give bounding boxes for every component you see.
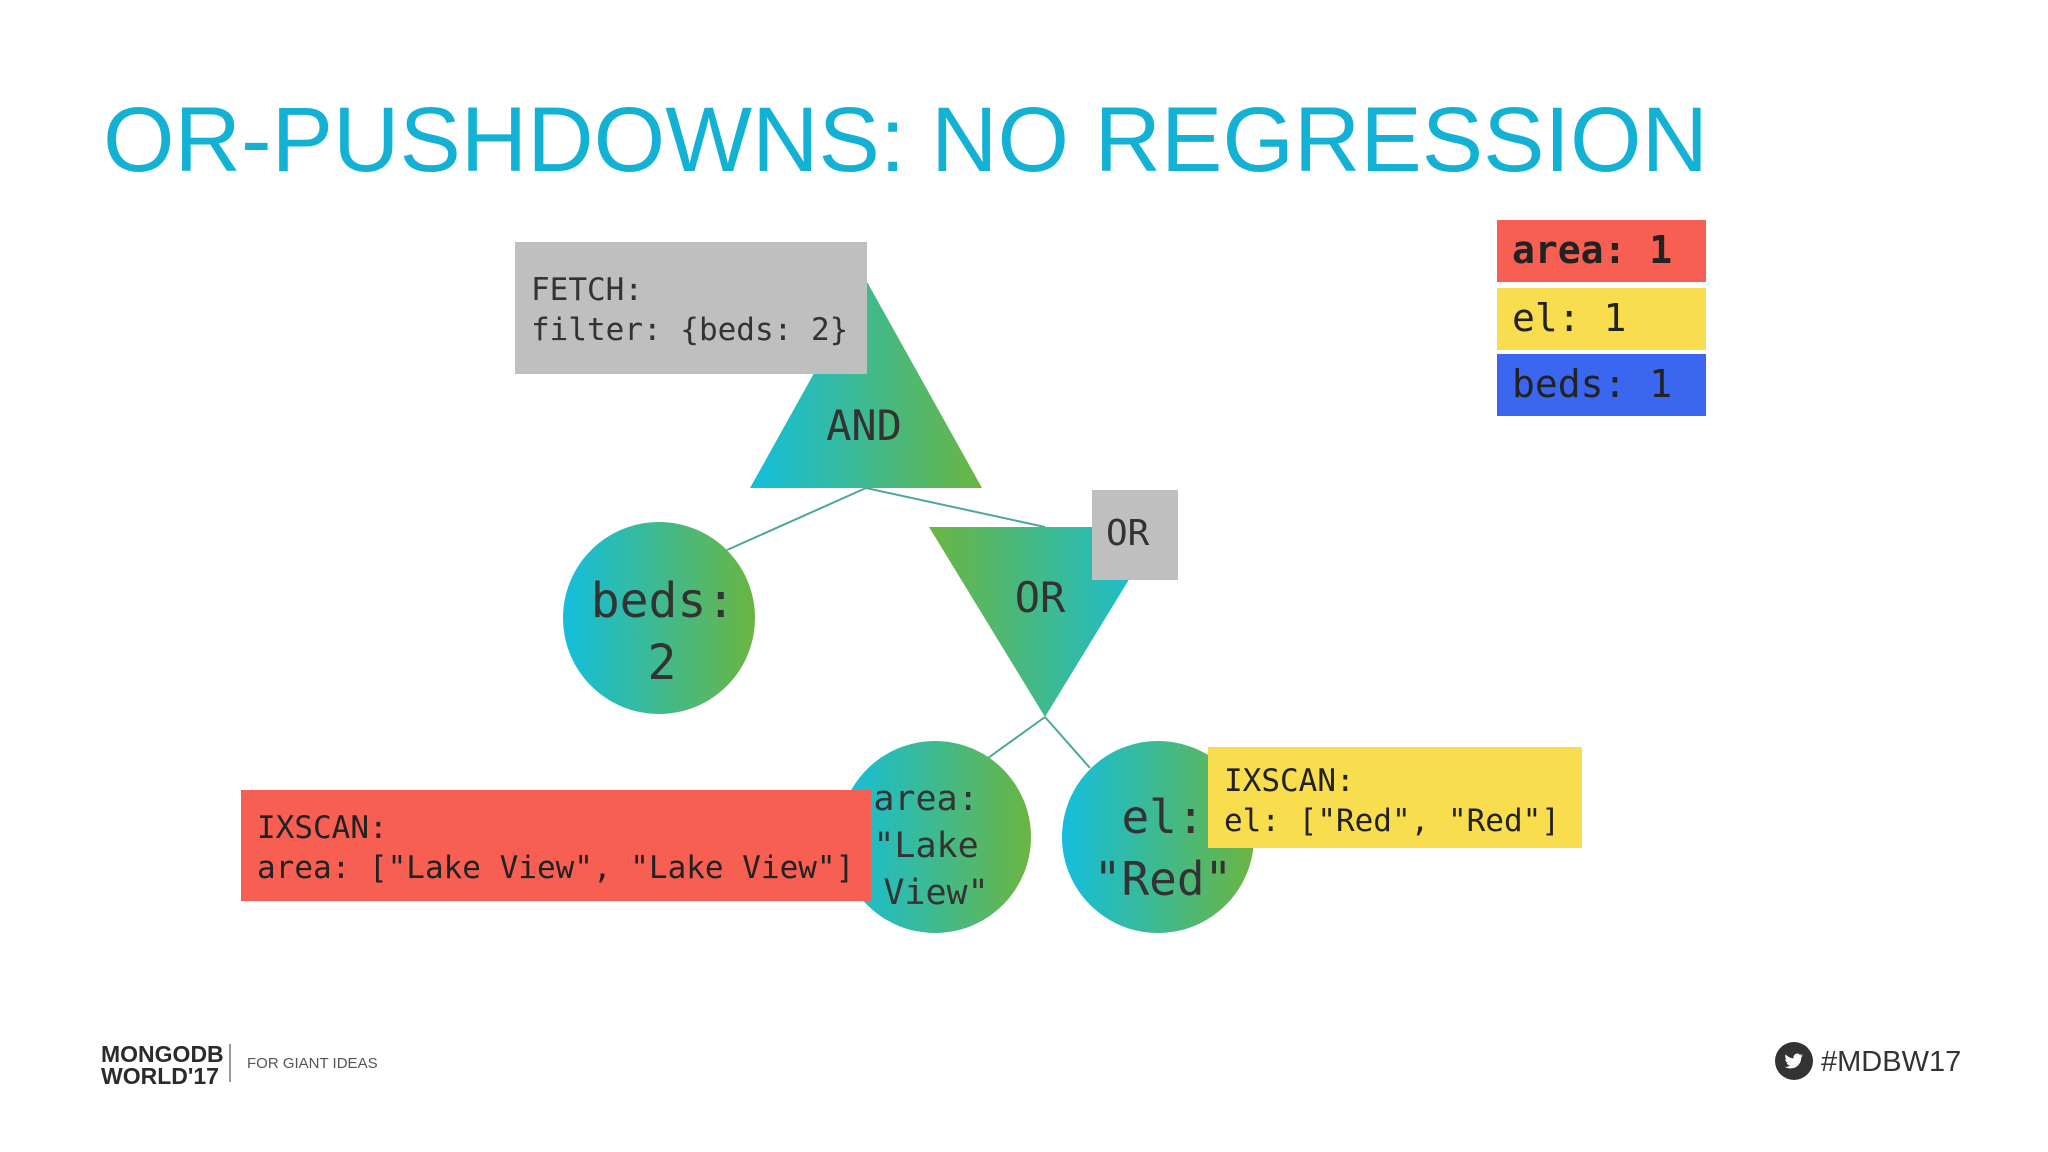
and-node bbox=[750, 280, 982, 488]
ixscan-el-annotation: IXSCAN: el: ["Red", "Red"] bbox=[1208, 747, 1582, 848]
el-node bbox=[1062, 741, 1254, 933]
footer-tagline: FOR GIANT IDEAS bbox=[247, 1055, 378, 1072]
edge-and-beds bbox=[726, 487, 867, 551]
fetch-annotation: FETCH: filter: {beds: 2} bbox=[515, 242, 867, 374]
area-node bbox=[839, 741, 1031, 933]
twitter-icon bbox=[1775, 1042, 1813, 1080]
ixscan-area-annotation: IXSCAN: area: ["Lake View", "Lake View"] bbox=[241, 790, 871, 901]
event-hashtag: #MDBW17 bbox=[1821, 1046, 1962, 1078]
logo-line2: WORLD'17 bbox=[101, 1063, 219, 1089]
edge-or-el bbox=[1044, 716, 1091, 769]
edge-and-or bbox=[865, 487, 1046, 528]
el-label-line1: el: bbox=[1121, 790, 1204, 844]
area-label-line2: "Lake bbox=[873, 826, 978, 866]
area-label-line3: View" bbox=[883, 873, 988, 913]
beds-label-line1: beds: bbox=[591, 573, 736, 629]
and-label: AND bbox=[826, 401, 902, 450]
legend-beds-index: beds: 1 bbox=[1497, 354, 1706, 416]
slide-title: OR-PUSHDOWNS: NO REGRESSION bbox=[103, 89, 1709, 191]
el-label-line2: "Red" bbox=[1094, 852, 1232, 906]
legend-area-index: area: 1 bbox=[1497, 220, 1706, 282]
footer-divider bbox=[229, 1044, 231, 1082]
or-annotation: OR bbox=[1092, 490, 1178, 580]
edge-or-area bbox=[987, 716, 1046, 759]
or-label: OR bbox=[1015, 573, 1066, 622]
logo-line1: MONGODB bbox=[101, 1041, 224, 1067]
beds-node bbox=[563, 522, 755, 714]
beds-label-line2: 2 bbox=[648, 635, 677, 691]
legend-el-index: el: 1 bbox=[1497, 288, 1706, 350]
mongodb-world-logo: MONGODB WORLD'17 bbox=[101, 1041, 224, 1089]
area-label-line1: area: bbox=[873, 779, 978, 819]
